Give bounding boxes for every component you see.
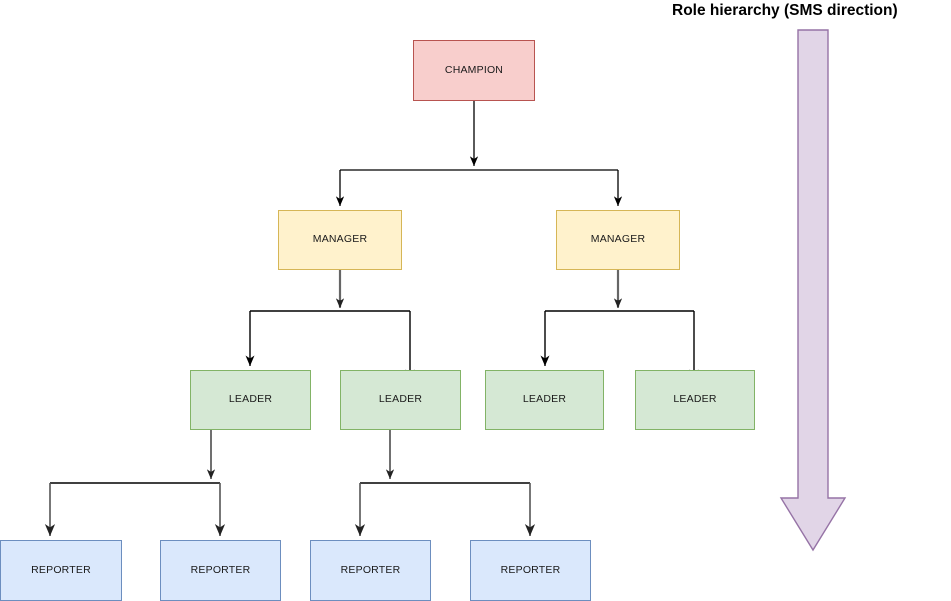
node-reporter-1[interactable]: REPORTER [0, 540, 122, 601]
connector-bus-manager1-leaders [245, 310, 415, 381]
node-leader-1[interactable]: LEADER [190, 370, 311, 430]
node-manager-2[interactable]: MANAGER [556, 210, 680, 270]
node-leader-1-label: LEADER [228, 393, 273, 406]
node-reporter-4[interactable]: REPORTER [470, 540, 591, 601]
node-leader-4-label: LEADER [673, 393, 717, 406]
connector-bus-level2 [335, 169, 623, 207]
node-reporter-1-label: REPORTER [31, 563, 91, 576]
connector-bus-leader2-reporters [354, 482, 536, 537]
node-champion-label: CHAMPION [444, 63, 504, 76]
node-manager-2-label: MANAGER [590, 233, 646, 246]
node-leader-4[interactable]: LEADER [635, 370, 755, 430]
connector-bus-leader1-reporters [44, 482, 226, 537]
legend-title: Role hierarchy (SMS direction) [672, 2, 898, 19]
node-leader-3[interactable]: LEADER [485, 370, 604, 430]
node-manager-1-label: MANAGER [312, 233, 368, 246]
node-reporter-4-label: REPORTER [500, 563, 561, 576]
node-reporter-3-label: REPORTER [340, 563, 401, 576]
node-leader-2-label: LEADER [378, 393, 423, 406]
node-leader-2[interactable]: LEADER [340, 370, 461, 430]
connector-bus-manager2-leaders [540, 310, 699, 381]
node-leader-3-label: LEADER [522, 393, 567, 406]
node-reporter-3[interactable]: REPORTER [310, 540, 431, 601]
node-manager-1[interactable]: MANAGER [278, 210, 402, 270]
node-champion[interactable]: CHAMPION [413, 40, 535, 101]
sms-direction-arrow [779, 29, 847, 552]
node-reporter-2-label: REPORTER [190, 563, 251, 576]
node-reporter-2[interactable]: REPORTER [160, 540, 281, 601]
